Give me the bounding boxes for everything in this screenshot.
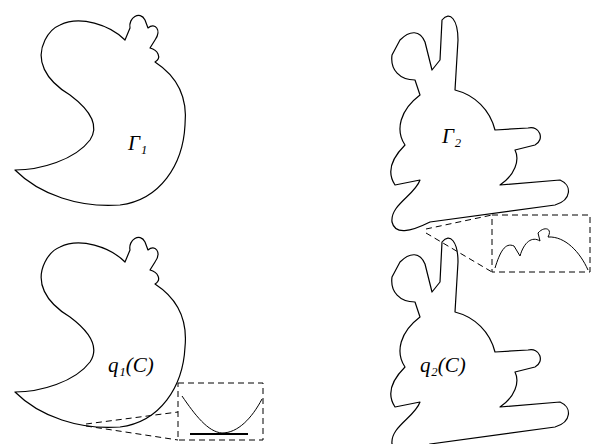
curve-label: Γ₁ bbox=[128, 133, 147, 154]
outline-gamma1 bbox=[15, 15, 185, 205]
outline-q2 bbox=[391, 238, 569, 444]
zoomed-curve bbox=[495, 229, 588, 270]
curve-outline bbox=[8, 227, 193, 439]
tangent-line bbox=[190, 433, 248, 435]
zoomed-curve bbox=[182, 396, 262, 433]
curve-outline bbox=[385, 5, 577, 237]
curve-label: q₁(C) bbox=[108, 355, 154, 376]
zoom-leader bbox=[86, 426, 178, 440]
shape-region: Γ₁ bbox=[8, 5, 193, 217]
outline-gamma2 bbox=[391, 16, 569, 231]
curve-outline bbox=[385, 227, 577, 442]
zoom-leader bbox=[426, 215, 492, 229]
zoom-leader bbox=[86, 412, 178, 424]
outline-q1 bbox=[15, 237, 185, 427]
curve-outline bbox=[8, 5, 193, 217]
curve-label: Γ₂ bbox=[442, 126, 461, 147]
zoom-box bbox=[178, 383, 263, 440]
zoom-leader bbox=[426, 233, 492, 272]
zoom-box bbox=[492, 215, 590, 272]
curve-label: q₂(C) bbox=[420, 355, 466, 376]
shape-region: q₂(C) bbox=[385, 227, 577, 442]
shape-region: q₁(C) bbox=[8, 227, 193, 439]
shape-region: Γ₂ bbox=[385, 5, 577, 237]
